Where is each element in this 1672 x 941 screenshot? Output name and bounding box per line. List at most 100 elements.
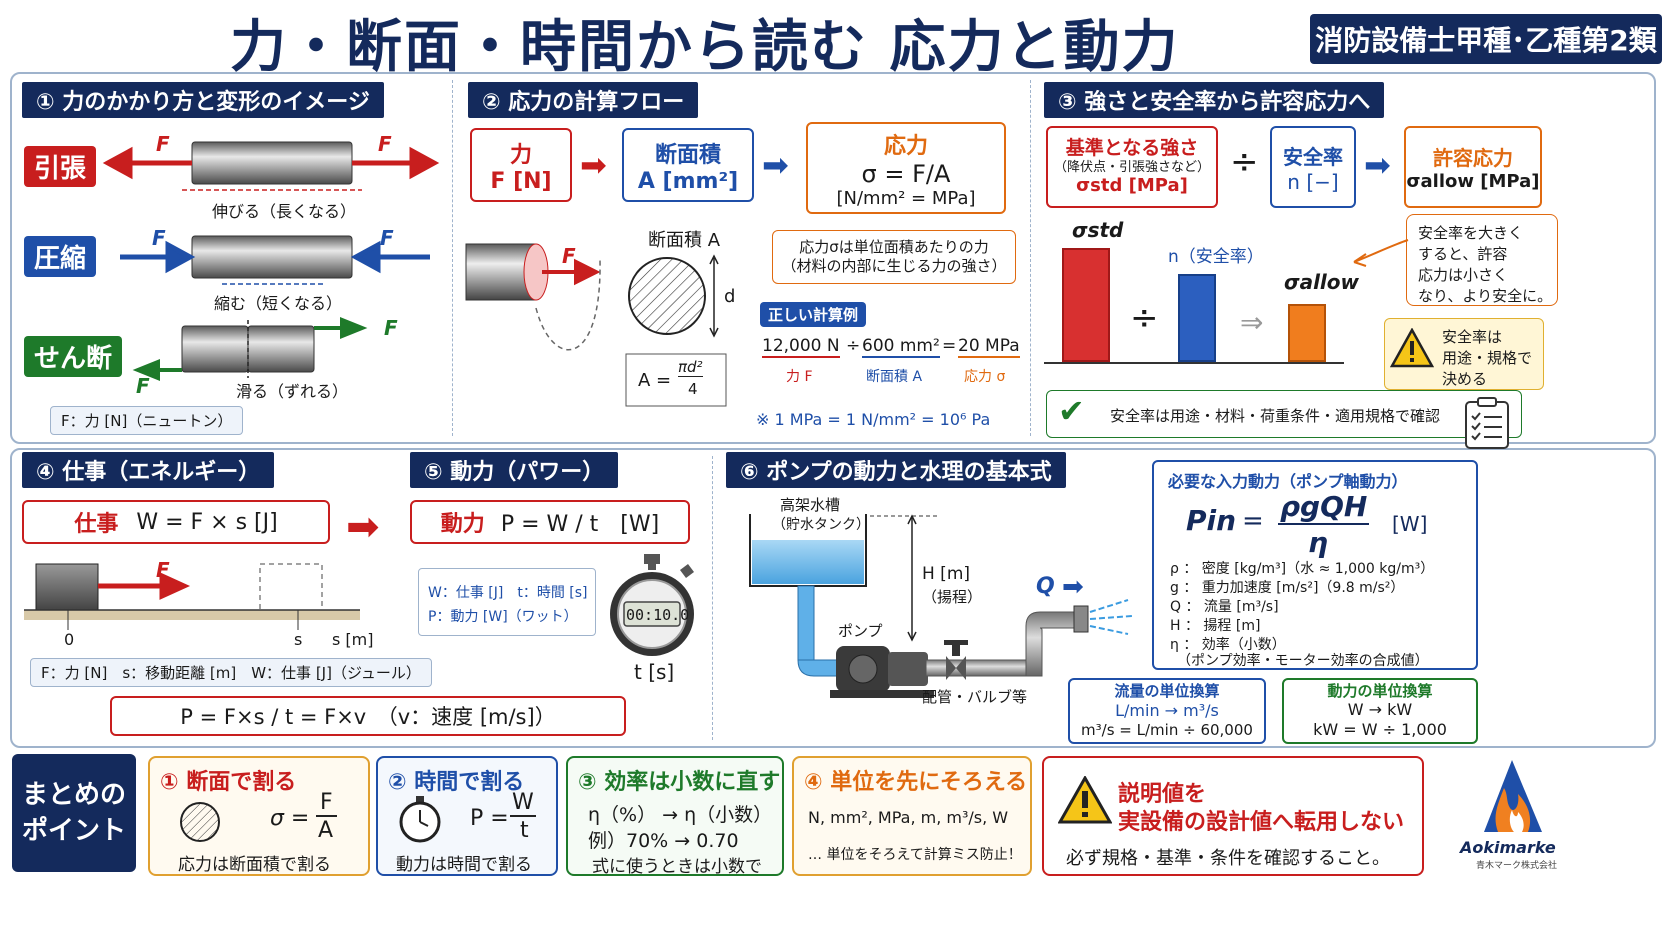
pin-numerator: ρgQH xyxy=(1278,490,1370,525)
chart-baseline xyxy=(1044,362,1344,364)
force-label: F xyxy=(156,132,170,156)
exam-badge: 消防設備士甲種･乙種第2類 xyxy=(1310,14,1662,64)
callout-line: 安全率を大きく xyxy=(1418,224,1524,242)
area-title: 断面積 xyxy=(654,142,721,168)
power-formula-box: 動力 P = W / t [W] xyxy=(410,500,690,544)
force-label: F xyxy=(380,226,394,250)
shear-tag: せん断 xyxy=(24,336,123,377)
stopwatch-icon xyxy=(610,554,694,656)
deformation-diagram xyxy=(102,141,440,381)
shear-arrow-right xyxy=(314,317,368,339)
block-moved xyxy=(259,563,323,611)
valve xyxy=(944,640,968,680)
head-sublabel: （揚程） xyxy=(922,588,983,606)
force-label: F xyxy=(136,374,150,398)
flow-arrow: ➡ xyxy=(1364,146,1391,184)
pin-unit: [W] xyxy=(1392,512,1428,536)
area-formula-num: πd² xyxy=(678,358,703,377)
cross-section-diagram xyxy=(465,243,727,407)
safety-factor-box: 安全率 n [−] xyxy=(1270,126,1356,208)
tank-sublabel: （貯水タンク） xyxy=(772,517,870,533)
stress-description: 応力σは単位面積あたりの力 （材料の内部に生じる力の強さ） xyxy=(772,230,1016,284)
bar-std xyxy=(1062,248,1110,362)
example-force: 12,000 N xyxy=(762,336,840,358)
area-box: 断面積 A [mm²] xyxy=(622,128,754,202)
callout-line: なり、より安全に。 xyxy=(1418,287,1553,305)
water-spray xyxy=(1089,599,1133,635)
pump-label: ポンプ xyxy=(838,622,883,640)
logo-text: Aokimarke xyxy=(1460,838,1556,857)
work-formula-box: 仕事 W = F × s [J] xyxy=(22,500,330,544)
area-formula-den: 4 xyxy=(688,380,698,398)
flow-q-label: Q xyxy=(1036,574,1055,599)
label-area: 断面積 A xyxy=(866,369,923,385)
discharge-pipe xyxy=(925,659,1027,677)
rod-force-arrow xyxy=(542,258,601,286)
force-label: F xyxy=(152,226,166,250)
callout-line: 応力は小さく xyxy=(1418,266,1509,284)
warning-line: 決める xyxy=(1442,370,1488,388)
def-line: η ： 効率（小数） xyxy=(1170,637,1286,653)
bar-allow xyxy=(1288,304,1326,362)
work-diagram xyxy=(24,563,360,630)
base-strength-box: 基準となる強さ （降伏点・引張強さなど） σstd [MPa] xyxy=(1046,126,1218,208)
bar-label-std: σstd xyxy=(1072,218,1124,242)
power-note xyxy=(418,568,596,636)
tank-label: 高架水槽 xyxy=(780,496,841,514)
link-curve xyxy=(535,259,601,351)
check-icon: ✔ xyxy=(1058,392,1085,430)
label-stress: 応力 σ xyxy=(964,369,1006,385)
distance-label: s xyxy=(294,630,303,649)
allowable-stress-box: 許容応力 σallow [MPa] xyxy=(1404,126,1542,208)
timer-readout: 00:10.0 xyxy=(626,606,690,624)
power-equation-box xyxy=(1152,460,1478,670)
tension-bar xyxy=(191,141,353,185)
clipboard-icon xyxy=(1465,397,1509,449)
section-header-2: ② 応力の計算フロー xyxy=(468,82,699,118)
head-label: H [m] xyxy=(922,564,971,584)
shear-bar-left xyxy=(181,325,249,373)
summary-card-4: ④ 単位を先にそろえる N, mm², MPa, m, m³/s, W … 単位… xyxy=(792,756,1032,876)
page-title: 力・断面・時間から読む 応力と動力 xyxy=(230,15,1180,80)
section-header-4: ④ 仕事（エネルギー） xyxy=(22,452,275,488)
logo-subtext: 青木マーク株式会社 xyxy=(1476,861,1558,871)
work-force-label: F xyxy=(156,558,170,582)
divider xyxy=(1030,80,1031,436)
slide-label: 滑る（ずれる） xyxy=(236,382,349,401)
bar-label-n: n（安全率） xyxy=(1168,247,1264,267)
axis-label: s [m] xyxy=(332,630,374,649)
compression-arrow-left xyxy=(120,240,196,274)
flow-conversion-box: 流量の単位換算 L/min → m³/s m³/s = L/min ÷ 60,0… xyxy=(1068,678,1266,744)
def-line: （ポンプ効率・モーター効率の合成値） xyxy=(1170,653,1429,669)
def-line: Q ： 流量 [m³/s] xyxy=(1170,599,1279,615)
compression-tag: 圧縮 xyxy=(24,236,97,277)
divide-sign: ÷ xyxy=(1230,142,1259,182)
def-line: ρ ： 密度 [kg/m³]（水 ≈ 1,000 kg/m³） xyxy=(1170,561,1435,577)
summary-card-warning: 説明値を 実設備の設計値へ転用しない 必ず規格・基準・条件を確認すること。 xyxy=(1042,756,1424,876)
compression-arrow-right xyxy=(350,240,430,274)
bar-label-allow: σallow xyxy=(1284,270,1359,294)
force-label: F xyxy=(378,132,392,156)
origin-label: 0 xyxy=(64,630,75,649)
riser-pipe xyxy=(1025,611,1079,677)
work-unit-note: F：力 [N] s：移動距離 [m] W：仕事 [J]（ジュール） xyxy=(30,658,432,687)
rod-force-label: F xyxy=(562,244,576,268)
pump-system-diagram xyxy=(749,514,1133,698)
pin-denominator: η xyxy=(1308,526,1328,559)
tension-arrow-right xyxy=(352,146,440,180)
area-unit: A [mm²] xyxy=(637,168,739,194)
velocity-formula-box: P = F×s / t = F×v （v：速度 [m/s]） xyxy=(110,696,626,736)
divider xyxy=(452,80,453,436)
section-header-5: ⑤ 動力（パワー） xyxy=(410,452,619,488)
work-force-arrow xyxy=(98,572,191,600)
stress-box: 応力 σ = F/A [N/mm² = MPa] xyxy=(806,122,1006,214)
pipe-label: 配管・バルブ等 xyxy=(922,688,1028,706)
supply-pipe xyxy=(797,585,815,661)
compression-bar xyxy=(191,235,353,279)
check-text: 安全率は用途・材料・荷重条件・適用規格で確認 xyxy=(1110,407,1441,425)
pin-symbol: Pin xyxy=(1186,504,1237,537)
callout-bubble xyxy=(1406,214,1558,306)
unit-note: ※ 1 MPa = 1 N/mm² = 10⁶ Pa xyxy=(756,410,991,429)
example-area: 600 mm² xyxy=(862,336,940,358)
warning-icon xyxy=(1390,328,1434,368)
